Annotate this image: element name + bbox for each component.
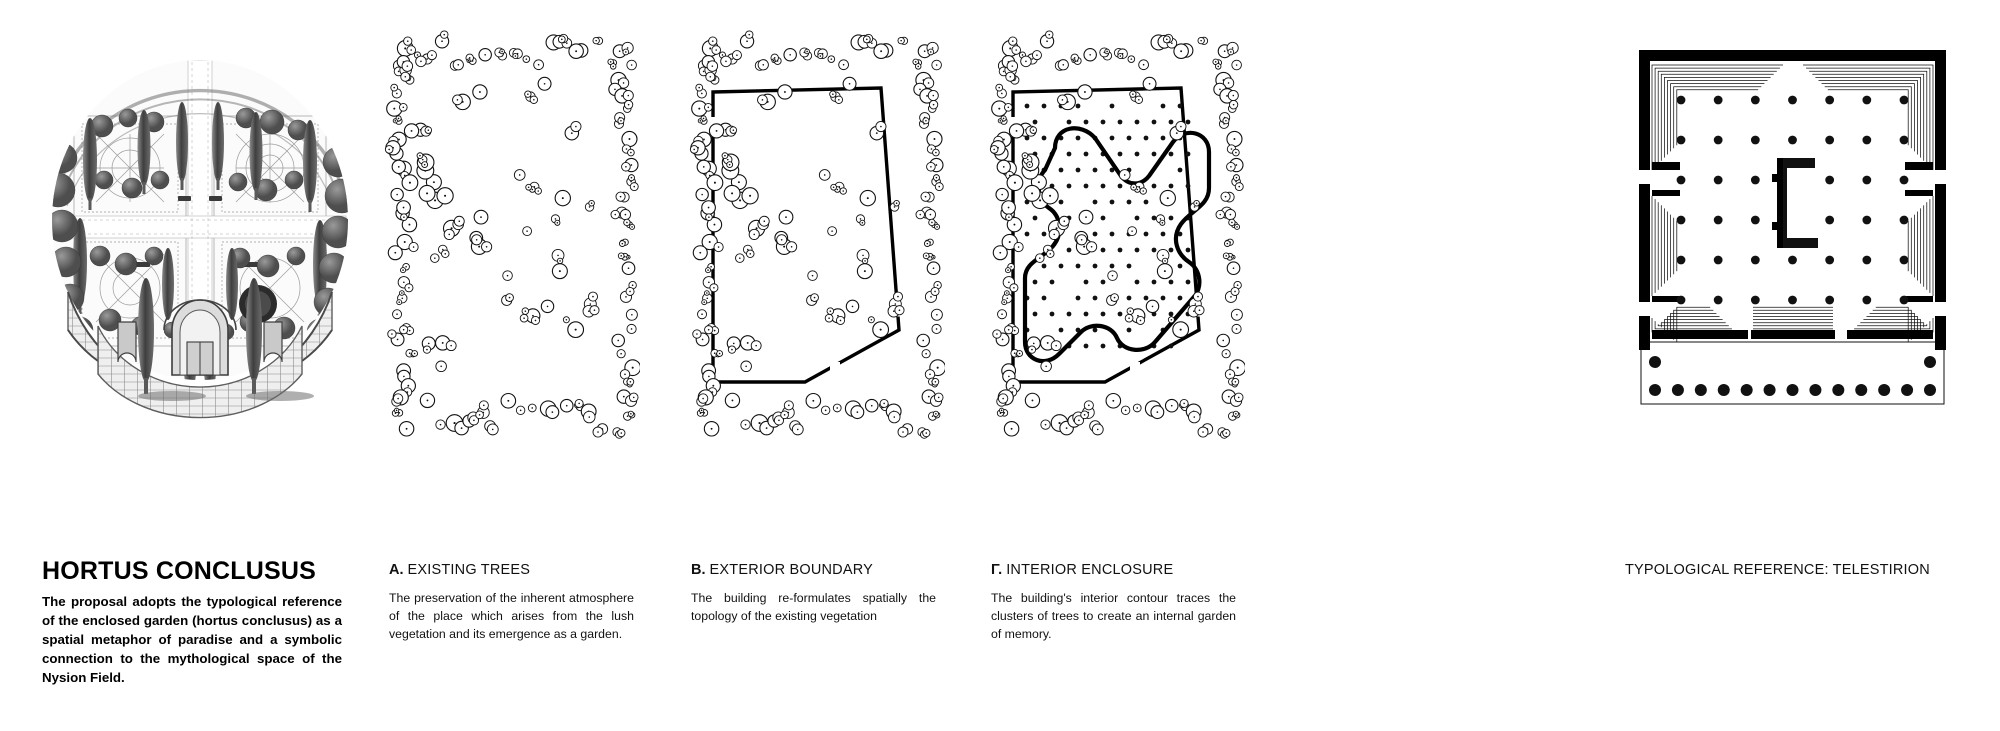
diagram-c-overflow-svg	[1285, 30, 1555, 440]
diagram-c-interior-enclosure	[985, 30, 1245, 440]
page-title: HORTUS CONCLUSUS	[42, 557, 317, 585]
caption-c-heading: Γ. INTERIOR ENCLOSURE	[991, 562, 1236, 579]
diagram-a-existing-trees	[380, 30, 640, 440]
telestirion-plan-panel	[1625, 40, 1960, 430]
caption-b-heading: B. EXTERIOR BOUNDARY	[691, 562, 936, 579]
circular-walled-garden-engraving	[52, 60, 348, 419]
caption-c-body: The building's interior contour traces t…	[991, 591, 1236, 642]
telestirion-geometry	[1639, 50, 1946, 405]
caption-c-letter: Γ.	[991, 562, 1003, 578]
caption-b-body: The building re-formulates spatially the…	[691, 591, 936, 624]
caption-c-title: INTERIOR ENCLOSURE	[1006, 562, 1174, 578]
caption-a-letter: A.	[389, 562, 404, 578]
caption-telestirion-title: TYPOLOGICAL REFERENCE: TELESTIRION	[1625, 562, 1930, 578]
caption-a-heading: A. EXISTING TREES	[389, 562, 634, 579]
title-block: HORTUS CONCLUSUS The proposal adopts the…	[42, 558, 342, 688]
caption-b-title: EXTERIOR BOUNDARY	[709, 562, 873, 578]
diagram-b-svg	[689, 30, 945, 439]
caption-b: B. EXTERIOR BOUNDARY The building re-for…	[691, 562, 936, 626]
caption-b-letter: B.	[691, 562, 706, 578]
diagram-a-svg	[384, 30, 640, 439]
lead-paragraph: The proposal adopts the typological refe…	[42, 594, 342, 685]
telestirion-plan	[1639, 50, 1946, 405]
caption-a-body: The preservation of the inherent atmosph…	[389, 591, 634, 642]
tree-scatter	[384, 30, 640, 439]
engraving-panel	[40, 30, 360, 430]
diagram-c-overflow	[1285, 30, 1555, 440]
caption-telestirion: TYPOLOGICAL REFERENCE: TELESTIRION	[1625, 562, 1965, 590]
caption-a-title: EXISTING TREES	[407, 562, 531, 578]
caption-c: Γ. INTERIOR ENCLOSURE The building's int…	[991, 562, 1236, 644]
interior-contour	[1022, 126, 1212, 364]
diagram-c-svg	[989, 30, 1245, 439]
caption-telestirion-heading: TYPOLOGICAL REFERENCE: TELESTIRION	[1625, 562, 1965, 579]
caption-a: A. EXISTING TREES The preservation of th…	[389, 562, 634, 644]
tree-scatter	[989, 30, 1245, 439]
diagram-b-exterior-boundary	[685, 30, 945, 440]
tree-scatter	[689, 30, 945, 439]
